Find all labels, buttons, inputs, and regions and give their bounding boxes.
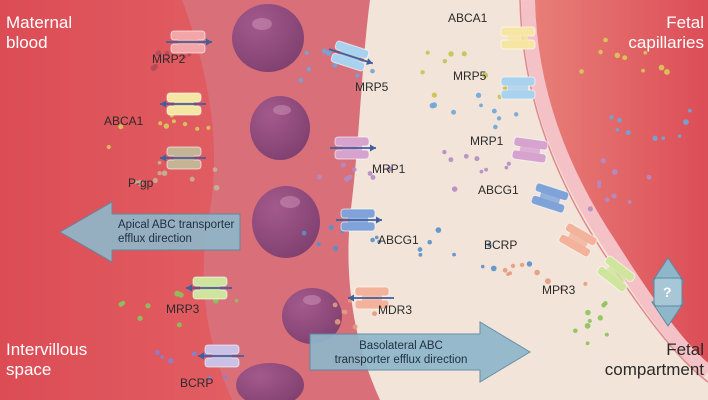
- label-bcrp-fetal: BCRP: [484, 238, 518, 252]
- mrp1-basolateral-transporter: [330, 136, 376, 160]
- intervillous-space-label: Intervillous space: [6, 340, 88, 379]
- mrp5-basolateral-transporter: [328, 40, 374, 72]
- nucleus: [252, 186, 320, 258]
- label-mrp2: MRP2: [152, 52, 186, 66]
- label-bcrp-apical: BCRP: [180, 376, 214, 390]
- bcrp-fetal-transporter: [558, 222, 598, 258]
- fetal-capillaries-label: Fetal capillaries: [628, 13, 704, 52]
- nucleus: [282, 288, 342, 344]
- basolateral-efflux-arrow: [309, 321, 531, 383]
- label-abcg1-fetal: ABCG1: [478, 183, 519, 197]
- label-mpr3-fetal: MPR3: [542, 283, 576, 297]
- abcg1-basolateral-transporter: [336, 208, 382, 232]
- label-pgp: P-gp: [128, 176, 154, 190]
- label-mrp3: MRP3: [166, 302, 200, 316]
- nucleus: [232, 4, 304, 72]
- mrp2-transporter: [166, 30, 212, 54]
- mrp1-fetal-transporter: [511, 136, 549, 164]
- bcrp-apical-transporter: [198, 344, 244, 368]
- abca1-fetal-transporter: [500, 26, 536, 50]
- substrate-molecules: [106, 37, 692, 381]
- basolateral-arrow-label: Basolateral ABC transporter efflux direc…: [334, 340, 468, 366]
- fetal-compartment-label: Fetal compartment: [604, 340, 704, 379]
- mrp3-transporter: [186, 276, 232, 300]
- nucleus: [250, 96, 310, 160]
- pgp-transporter: [160, 146, 206, 170]
- abcg1-fetal-transporter: [530, 182, 570, 214]
- label-mrp1-fetal: MRP1: [470, 134, 504, 148]
- apical-efflux-arrow: [58, 201, 241, 263]
- label-abcg1-baso: ABCG1: [378, 233, 419, 247]
- mpr3-fetal-transporter: [596, 255, 636, 293]
- unknown-transporter: [651, 257, 685, 327]
- label-mrp1-baso: MRP1: [372, 162, 406, 176]
- abca1-apical-transporter: [160, 92, 206, 116]
- mdr3-transporter: [348, 286, 394, 310]
- label-mdr3: MDR3: [378, 303, 413, 317]
- fetal-endothelium: [521, 0, 708, 378]
- label-mrp5-baso: MRP5: [355, 80, 389, 94]
- label-abca1-fetal: ABCA1: [448, 11, 488, 25]
- label-mrp5-fetal: MRP5: [453, 69, 487, 83]
- mrp5-fetal-transporter: [500, 76, 536, 100]
- apical-arrow-label: Apical ABC transporter efflux direction: [118, 219, 235, 245]
- nuclei: [232, 4, 342, 400]
- nucleus: [236, 363, 304, 400]
- label-abca1-apical: ABCA1: [104, 114, 144, 128]
- transporter-layer: [160, 26, 636, 368]
- maternal-blood-label: Maternal blood: [6, 13, 73, 52]
- unknown-marker: ?: [663, 284, 672, 300]
